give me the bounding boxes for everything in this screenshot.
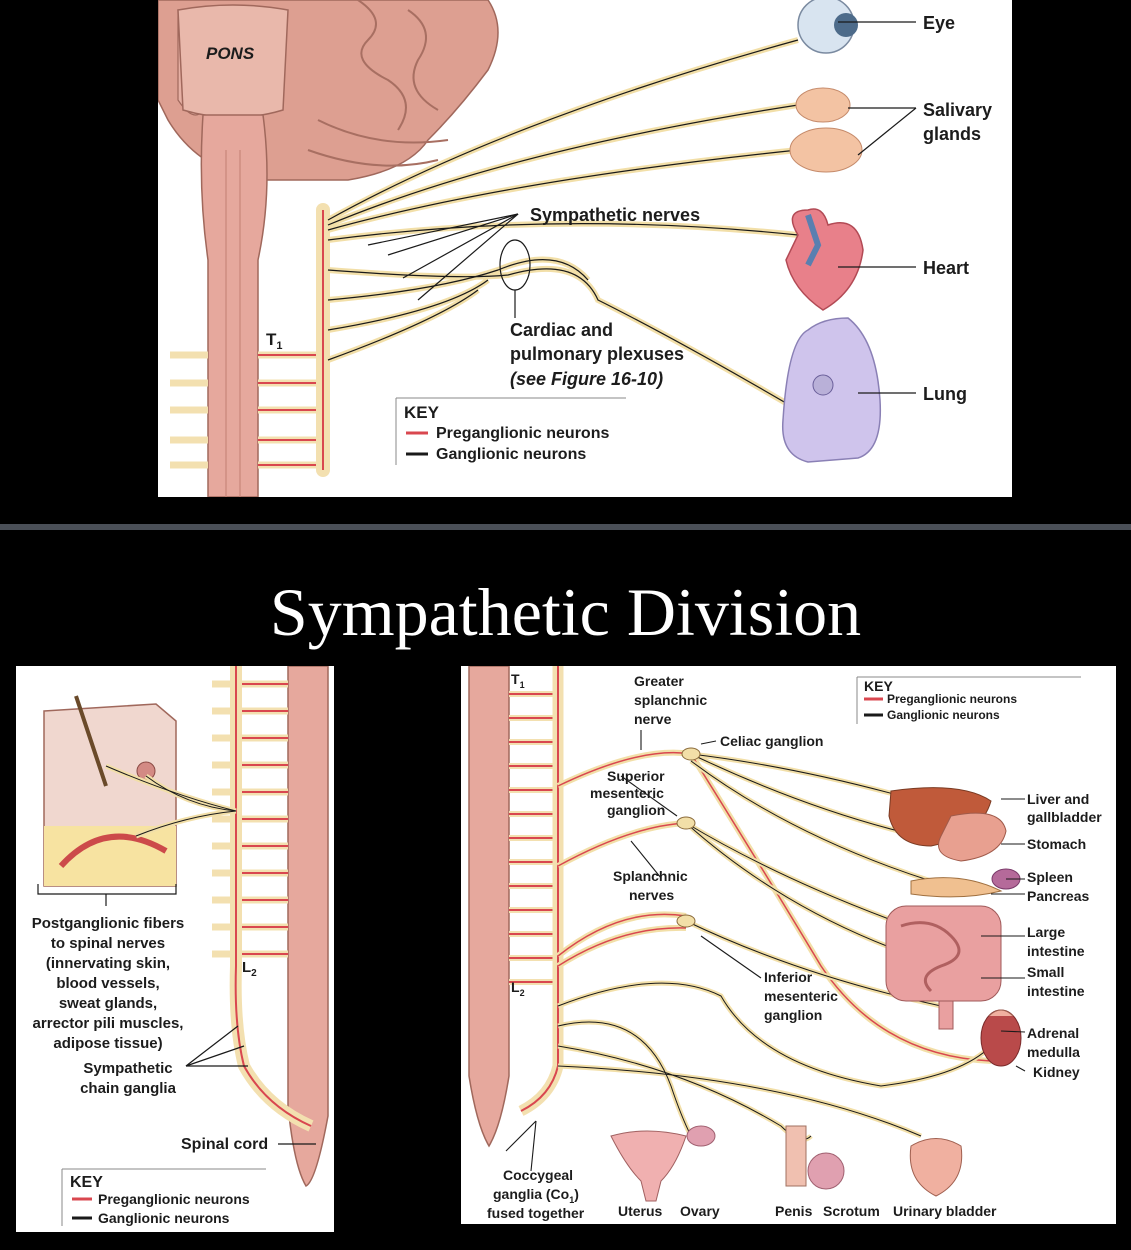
- spinal-cord-left: [287, 666, 329, 1187]
- penis-label: Penis: [775, 1203, 813, 1219]
- l2-label-left: L2: [242, 959, 257, 979]
- lung-label: Lung: [923, 384, 967, 404]
- key-right-gang: Ganglionic neurons: [887, 708, 1000, 722]
- postganglionic-line-4: blood vessels,: [56, 975, 159, 992]
- plexus-label-1: Cardiac and: [510, 320, 613, 340]
- slide-title: Sympathetic Division: [269, 574, 862, 650]
- ovary-label: Ovary: [680, 1203, 720, 1219]
- superior-mesenteric-1: Superior: [607, 768, 665, 784]
- chain-label-2: chain ganglia: [80, 1080, 177, 1097]
- inferior-mesenteric-3: ganglion: [764, 1007, 822, 1023]
- plexus-label-3: (see Figure 16-10): [510, 369, 663, 389]
- inferior-mesenteric-2: mesenteric: [764, 988, 838, 1004]
- sympathetic-nerves-label: Sympathetic nerves: [530, 205, 700, 225]
- penis-scrotum-illustration: [785, 1125, 845, 1190]
- plexus-label-2: pulmonary plexuses: [510, 344, 684, 364]
- spinal-cord-label: Spinal cord: [181, 1136, 268, 1153]
- key-left-title: KEY: [70, 1174, 103, 1191]
- chain-label-1: Sympathetic: [83, 1060, 172, 1077]
- spleen-pancreas-illustration: [910, 868, 1021, 898]
- kidney-label: Kidney: [1033, 1064, 1080, 1080]
- greater-splanchnic-3: nerve: [634, 711, 672, 727]
- t1-label: T1: [266, 330, 283, 352]
- key-top-pre: Preganglionic neurons: [436, 425, 609, 442]
- l2-label-right: L2: [511, 979, 525, 998]
- bladder-label: Urinary bladder: [893, 1203, 997, 1219]
- visceral-sympathetic-figure: T1 L2 Greater splanchnic nerve Celiac ga…: [461, 666, 1116, 1224]
- eye-label: Eye: [923, 13, 955, 33]
- visceral-diagram-svg: T1 L2 Greater splanchnic nerve Celiac ga…: [468, 666, 1102, 1221]
- stomach-label: Stomach: [1027, 836, 1086, 852]
- thoracic-diagram-svg: PONS: [158, 0, 992, 497]
- adrenal-label-2: medulla: [1027, 1044, 1080, 1060]
- greater-splanchnic-2: splanchnic: [634, 692, 707, 708]
- celiac-ganglion-label: Celiac ganglion: [720, 733, 823, 749]
- scrotum-label: Scrotum: [823, 1203, 880, 1219]
- key-top-gang: Ganglionic neurons: [436, 446, 586, 463]
- collateral-ganglia: [676, 747, 701, 928]
- salivary-label-2: glands: [923, 124, 981, 144]
- pancreas-label: Pancreas: [1027, 888, 1089, 904]
- spinal-cord-top: [200, 114, 268, 497]
- inferior-mesenteric-1: Inferior: [764, 969, 813, 985]
- section-divider: [0, 524, 1131, 530]
- pons-label: PONS: [206, 44, 255, 63]
- postganglionic-line-5: sweat glands,: [59, 995, 157, 1012]
- skin-illustration: [43, 695, 177, 887]
- coccygeal-label-1: Coccygeal: [503, 1167, 573, 1183]
- salivary-label-1: Salivary: [923, 100, 992, 120]
- postganglionic-line-7: adipose tissue): [53, 1035, 162, 1052]
- uterus-ovary-illustration: [610, 1125, 716, 1202]
- heart-label: Heart: [923, 258, 969, 278]
- splanchnic-nerves-1: Splanchnic: [613, 868, 688, 884]
- uterus-label: Uterus: [618, 1203, 663, 1219]
- superior-mesenteric-3: ganglion: [607, 802, 665, 818]
- heart-illustration: [785, 208, 864, 311]
- salivary-glands-illustration: [789, 87, 863, 173]
- coccygeal-label-2: ganglia (Co1): [493, 1186, 579, 1205]
- key-right-pre: Preganglionic neurons: [887, 692, 1017, 706]
- postganglionic-line-3: (innervating skin,: [46, 955, 170, 972]
- chain-diagram-svg: Postganglionic fibers to spinal nerves (…: [32, 666, 329, 1226]
- greater-splanchnic-1: Greater: [634, 673, 684, 689]
- key-top: KEY Preganglionic neurons Ganglionic neu…: [395, 397, 626, 465]
- key-right-title: KEY: [864, 678, 893, 694]
- postganglionic-line-1: Postganglionic fibers: [32, 915, 185, 932]
- small-intestine-1: Small: [1027, 964, 1064, 980]
- postganglionic-line-2: to spinal nerves: [51, 935, 165, 952]
- eye-illustration: [797, 0, 858, 54]
- bladder-illustration: [909, 1138, 963, 1197]
- lung-illustration: [781, 317, 882, 463]
- key-left-gang: Ganglionic neurons: [98, 1210, 230, 1226]
- liver-label-2: gallbladder: [1027, 809, 1102, 825]
- liver-illustration: [888, 787, 1007, 862]
- intestine-illustration: [885, 905, 1002, 1030]
- sympathetic-chain-figure: Postganglionic fibers to spinal nerves (…: [16, 666, 334, 1232]
- thoracic-sympathetic-figure: PONS: [158, 0, 1012, 497]
- key-left-pre: Preganglionic neurons: [98, 1191, 250, 1207]
- small-intestine-2: intestine: [1027, 983, 1085, 999]
- postganglionic-line-6: arrector pili muscles,: [33, 1015, 184, 1032]
- kidney-adrenal-illustration: [980, 1009, 1022, 1067]
- superior-mesenteric-2: mesenteric: [590, 785, 664, 801]
- key-top-title: KEY: [404, 403, 440, 422]
- liver-label-1: Liver and: [1027, 791, 1089, 807]
- adrenal-label-1: Adrenal: [1027, 1025, 1079, 1041]
- t1-label-right: T1: [511, 671, 525, 690]
- large-intestine-2: intestine: [1027, 943, 1085, 959]
- key-left: KEY Preganglionic neurons Ganglionic neu…: [61, 1168, 266, 1226]
- coccygeal-label-3: fused together: [487, 1205, 585, 1221]
- spinal-cord-right: [468, 666, 510, 1148]
- large-intestine-1: Large: [1027, 924, 1065, 940]
- key-right: KEY Preganglionic neurons Ganglionic neu…: [856, 676, 1081, 724]
- spleen-label: Spleen: [1027, 869, 1073, 885]
- splanchnic-nerves-2: nerves: [629, 887, 674, 903]
